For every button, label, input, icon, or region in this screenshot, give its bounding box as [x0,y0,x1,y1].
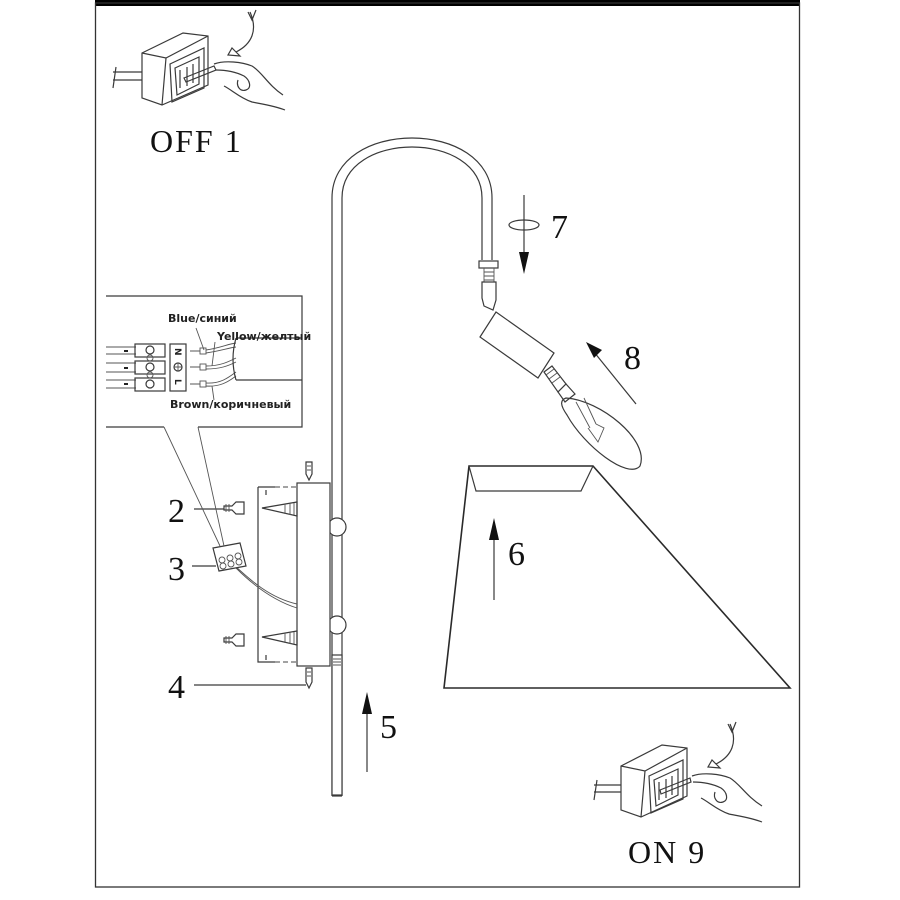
wall-anchor-upper [223,501,245,515]
lamp-socket [478,260,555,379]
light-bulb [543,365,642,470]
step-6-label: 6 [508,536,525,573]
wire-label-brown: Brown/коричневый [170,398,291,411]
switch-on-illustration [593,721,763,823]
step-3-label: 3 [168,551,185,588]
arm-knob-lower [327,615,347,635]
step-9-label: ON 9 [628,834,706,870]
switch-off-illustration [112,9,286,111]
wall-anchor-lower [223,633,245,647]
arm-knob-upper [327,517,347,537]
step-1-label: OFF 1 [150,123,243,159]
wiring-detail-box [106,295,303,547]
step-4-label: 4 [168,669,185,706]
wire-label-yellow: Yellow/желтый [216,330,311,343]
frame-border [94,2,801,888]
step-7-label: 7 [551,209,568,246]
step-5-label: 5 [380,709,397,746]
lamp-arm [327,137,493,797]
wall-bracket [232,461,331,690]
step-8-arrow [586,342,637,405]
step-8-label: 8 [624,340,641,377]
terminal-label-l: L [172,379,182,385]
step-6-arrow [489,518,499,600]
terminal-block [212,542,247,572]
terminal-label-n: N [172,348,182,356]
step-2-label: 2 [168,493,185,530]
lamp-shade [443,465,792,689]
step-5-arrow [362,692,372,772]
step-7-indicator [508,195,540,274]
wire-label-blue: Blue/синий [168,312,237,325]
